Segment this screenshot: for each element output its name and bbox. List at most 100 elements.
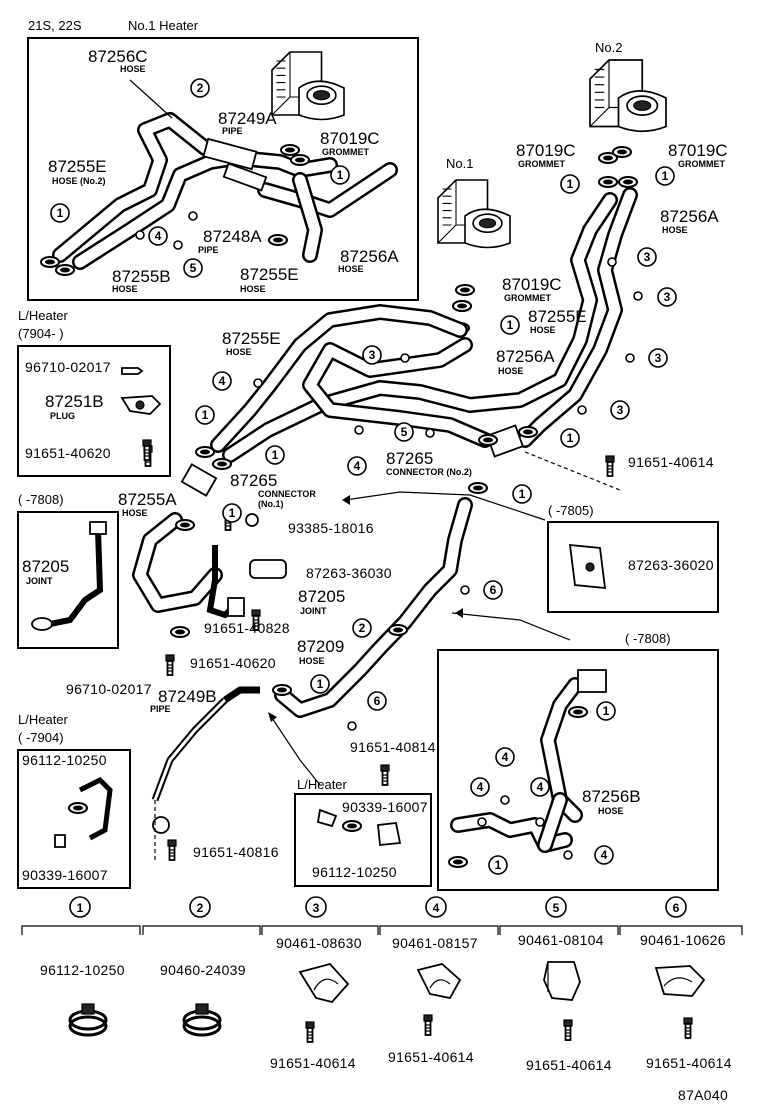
- p91651-40816-label: 91651-40816: [193, 844, 279, 860]
- p87263a-label: 87263-36030: [306, 565, 392, 581]
- svg-text:2: 2: [359, 621, 366, 635]
- p87019C-c-label: 87019C: [668, 141, 728, 160]
- p87256C-label: 87256C: [88, 47, 148, 66]
- no1-heater-detail-box: [27, 37, 419, 301]
- legend-item-5: 5 90461-08104 91651-40614: [518, 896, 612, 1073]
- svg-text:4: 4: [477, 780, 484, 794]
- svg-text:90460-24039: 90460-24039: [160, 962, 246, 978]
- p87255E-d-desc: HOSE: [530, 325, 556, 335]
- svg-text:6: 6: [490, 583, 497, 597]
- svg-text:5: 5: [190, 261, 197, 275]
- diagram-code: 87A040: [678, 1087, 728, 1103]
- p91651-40814-label: 91651-40814: [350, 739, 436, 755]
- svg-text:90461-08157: 90461-08157: [392, 935, 478, 951]
- p87209-desc: HOSE: [299, 656, 325, 666]
- lheater3-p2: 96112-10250: [312, 864, 397, 880]
- p87205-b-desc: JOINT: [300, 606, 327, 616]
- svg-text:4: 4: [219, 374, 226, 388]
- legend: 1 96112-10250 2 90460-24039 3 90461-0863…: [21, 896, 743, 1073]
- svg-text:90461-08104: 90461-08104: [518, 932, 604, 948]
- svg-text:4: 4: [601, 848, 608, 862]
- lheater1-box: [17, 345, 171, 477]
- svg-text:4: 4: [433, 901, 440, 915]
- p87019C-a-label: 87019C: [320, 129, 380, 148]
- legend-item-4: 4 90461-08157 91651-40614: [388, 896, 478, 1065]
- p87249A-label: 87249A: [218, 109, 277, 128]
- p87256A-a-label: 87256A: [340, 247, 399, 266]
- no1-heater-label: No.1 Heater: [128, 18, 199, 33]
- svg-text:1: 1: [272, 448, 279, 462]
- no1-heater-unit-mid: [437, 179, 511, 249]
- svg-text:6: 6: [374, 694, 381, 708]
- model-label: 21S, 22S: [28, 18, 82, 33]
- p87209-label: 87209: [297, 637, 344, 656]
- p87255E-c-label: 87255E: [222, 329, 281, 348]
- svg-text:91651-40614: 91651-40614: [526, 1057, 612, 1073]
- lheater3-p1: 90339-16007: [342, 799, 428, 815]
- svg-text:1: 1: [337, 168, 344, 182]
- legend-item-2: 2 90460-24039: [160, 896, 246, 1037]
- svg-text:3: 3: [369, 348, 376, 362]
- lheater1-p1: 96710-02017: [25, 359, 111, 375]
- p91651-40620-label: 91651-40620: [190, 655, 276, 671]
- box7808a-box: [17, 511, 119, 649]
- svg-text:1: 1: [57, 206, 64, 220]
- no2-heater-label: No.2: [595, 40, 622, 55]
- p87265-b-desc2: (No.1): [258, 499, 284, 509]
- no2-heater-unit: [589, 59, 667, 133]
- p87265-b-desc: CONNECTOR: [258, 489, 316, 499]
- p87019C-d-label: 87019C: [502, 275, 562, 294]
- lheater2-p1: 96112-10250: [22, 752, 107, 768]
- svg-text:3: 3: [313, 901, 320, 915]
- box7808b-range: ( -7808): [625, 631, 671, 646]
- svg-text:1: 1: [317, 677, 324, 691]
- svg-text:1: 1: [567, 431, 574, 445]
- p87265-b-label: 87265: [230, 471, 277, 490]
- lheater1-p2-desc: PLUG: [50, 411, 75, 421]
- top-box-hoses: [40, 112, 398, 276]
- p87205-a-label: 87205: [22, 557, 69, 576]
- p87256B-label: 87256B: [582, 787, 641, 806]
- lheater1-range: (7904- ): [18, 326, 64, 341]
- lheater2-box: [17, 749, 131, 889]
- p87019C-a-desc: GROMMET: [322, 147, 369, 157]
- p87019C-b-desc: GROMMET: [518, 159, 565, 169]
- p87255E-c-desc: HOSE: [226, 347, 252, 357]
- svg-text:96112-10250: 96112-10250: [40, 962, 125, 978]
- p91651-40828-label: 91651-40828: [204, 620, 290, 636]
- svg-text:3: 3: [655, 351, 662, 365]
- lheater1-p2: 87251B: [45, 392, 104, 411]
- svg-text:5: 5: [401, 425, 408, 439]
- svg-text:3: 3: [617, 403, 624, 417]
- main-callouts: 3 3 3 3 3 4 1 1 4 5 1 1 1 6 2 1 6: [195, 247, 677, 711]
- lheater2-range: ( -7904): [18, 730, 64, 745]
- svg-text:5: 5: [553, 901, 560, 915]
- p87019C-b-label: 87019C: [516, 141, 576, 160]
- p87256A-c-label: 87256A: [496, 347, 555, 366]
- svg-text:91651-40614: 91651-40614: [270, 1055, 356, 1071]
- p87255A-desc: HOSE: [122, 508, 148, 518]
- svg-text:1: 1: [603, 704, 610, 718]
- svg-text:1: 1: [229, 506, 236, 520]
- p91651-40614-a-label: 91651-40614: [628, 454, 714, 470]
- p87248A-label: 87248A: [203, 227, 262, 246]
- p87205-b-label: 87205: [298, 587, 345, 606]
- lheater1-title: L/Heater: [18, 308, 69, 323]
- svg-text:2: 2: [197, 81, 204, 95]
- svg-text:1: 1: [77, 901, 84, 915]
- lheater2-title: L/Heater: [18, 712, 69, 727]
- p87263b-label: 87263-36020: [628, 557, 714, 573]
- svg-text:1: 1: [507, 318, 514, 332]
- svg-text:1: 1: [567, 177, 574, 191]
- no1-heater-unit-top: [271, 51, 345, 121]
- p87256A-b-label: 87256A: [660, 207, 719, 226]
- p87249B-label: 87249B: [158, 687, 217, 706]
- svg-text:90461-08630: 90461-08630: [276, 935, 362, 951]
- svg-text:91651-40614: 91651-40614: [646, 1055, 732, 1071]
- box7805-range: ( -7805): [548, 503, 594, 518]
- p87019C-d-desc: GROMMET: [504, 293, 551, 303]
- p87248A-desc: PIPE: [198, 245, 219, 255]
- p87256A-c-desc: HOSE: [498, 366, 524, 376]
- svg-text:3: 3: [644, 250, 651, 264]
